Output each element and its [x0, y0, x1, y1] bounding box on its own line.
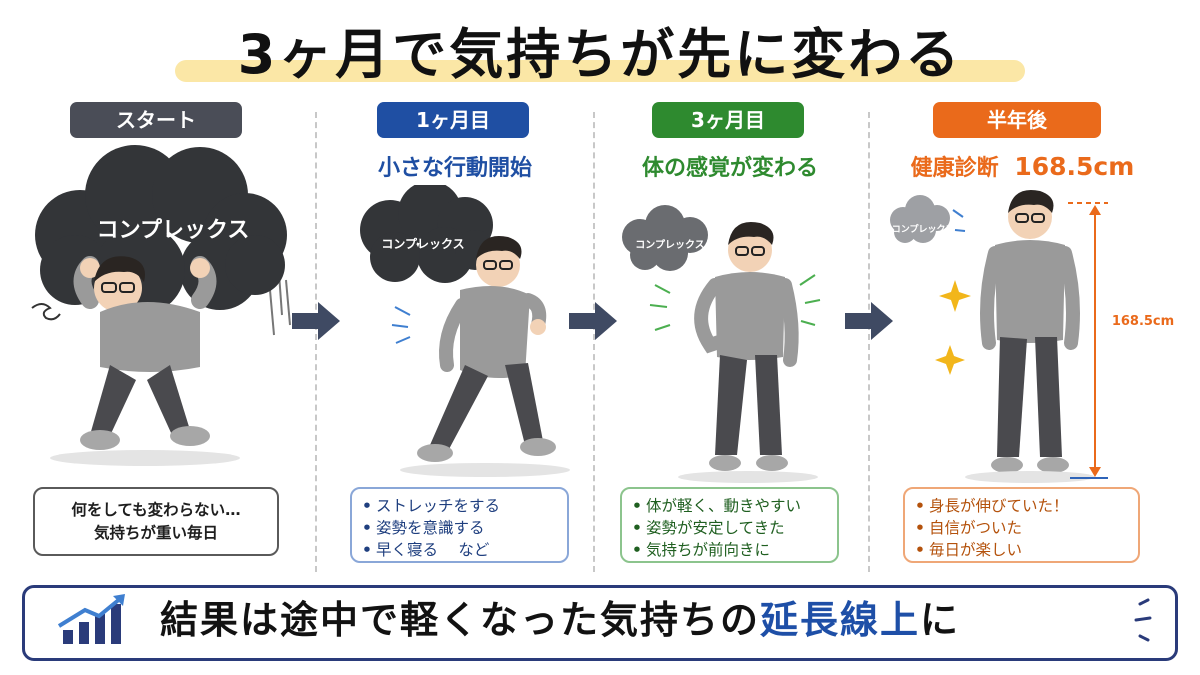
stage-heading: 健康診断 168.5cm	[890, 150, 1155, 182]
cloud-label: コンプレックス	[96, 218, 250, 243]
note-item: 姿勢が安定してきた	[632, 517, 837, 539]
note-item: 体が軽く、動きやすい	[632, 495, 837, 517]
note-start: 何をしても変わらない… 気持ちが重い毎日	[33, 487, 279, 556]
note-item: 自信がついた	[915, 517, 1138, 539]
stage-heading-prefix: 健康診断	[910, 156, 999, 181]
note-3month: 体が軽く、動きやすい 姿勢が安定してきた 気持ちが前向きに	[620, 487, 839, 563]
figure-tall-man	[890, 189, 1108, 483]
figure-walking-man	[360, 185, 570, 477]
figure-confident-man	[622, 205, 821, 483]
conclusion-text: 結果は途中で軽くなった気持ちの延長線上に	[160, 590, 1120, 650]
figure-burdened-man	[31, 145, 291, 466]
conclusion-banner	[22, 585, 1178, 661]
stage-badge-halfyear: 半年後	[933, 102, 1101, 138]
note-item: 姿勢を意識する	[362, 517, 567, 539]
page-title: 3ヶ月で気持ちが先に変わる	[237, 23, 963, 86]
note-1month: ストレッチをする 姿勢を意識する 早く寝る など	[350, 487, 569, 563]
emphasis-marks-icon	[1134, 598, 1152, 642]
note-line: 何をしても変わらない…	[71, 501, 241, 519]
column-divider	[593, 112, 595, 572]
bar-chart-growth-icon	[57, 594, 125, 644]
height-label: 168.5cm	[1098, 314, 1188, 329]
conclusion-text-highlight: 延長線上	[760, 598, 921, 642]
stage-badge-start: スタート	[70, 102, 242, 138]
sparkle-icon	[935, 345, 965, 375]
height-measure-icon	[1068, 202, 1108, 479]
note-line: 気持ちが重い毎日	[93, 524, 218, 542]
note-item: ストレッチをする	[362, 495, 567, 517]
note-item: 早く寝る など	[362, 539, 567, 561]
stage-heading: 小さな行動開始	[377, 156, 532, 181]
column-divider	[315, 112, 317, 572]
note-item: 身長が伸びていた！	[915, 495, 1138, 517]
cloud-label: コンプレックス	[381, 237, 465, 251]
stage-heading: 体の感覚が変わる	[641, 156, 818, 181]
stage-heading-value: 168.5cm	[1014, 152, 1135, 181]
arrow-right-icon	[845, 302, 893, 340]
note-item: 毎日が楽しい	[915, 539, 1138, 561]
cloud-label: コンプレックス	[635, 240, 705, 251]
arrow-right-icon	[569, 302, 617, 340]
note-halfyear: 身長が伸びていた！ 自信がついた 毎日が楽しい	[903, 487, 1140, 563]
column-divider	[868, 112, 870, 572]
note-item: 気持ちが前向きに	[632, 539, 837, 561]
conclusion-text-tail: に	[920, 598, 961, 642]
stage-badge-3month: 3ヶ月目	[652, 102, 804, 138]
arrow-right-icon	[292, 302, 340, 340]
cloud-label: コンプレックス	[891, 225, 955, 235]
conclusion-text-main: 結果は途中で軽くなった気持ちの	[160, 598, 761, 642]
sparkle-icon	[939, 280, 971, 312]
stage-badge-1month: 1ヶ月目	[377, 102, 529, 138]
title-highlight	[175, 60, 1025, 82]
